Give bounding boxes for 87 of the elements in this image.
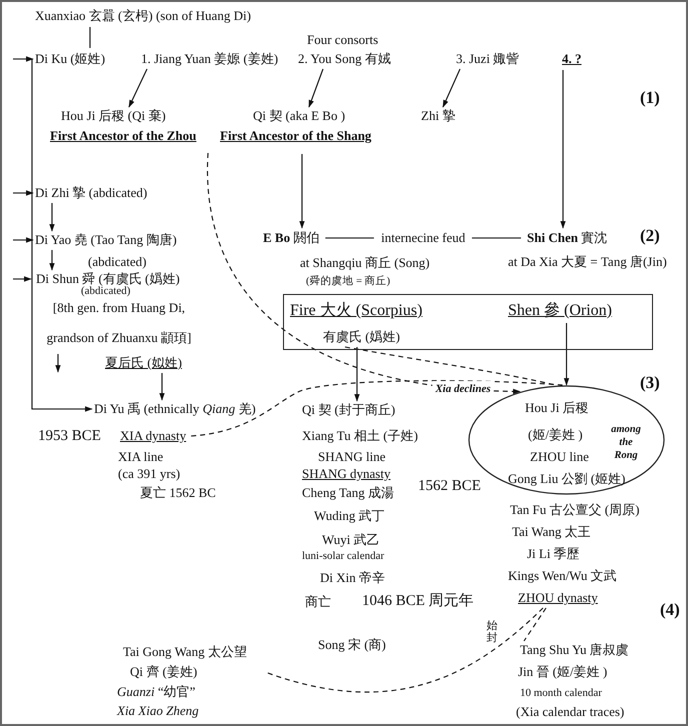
- label-text: 1046 BCE 周元年: [362, 593, 474, 609]
- node-text: 有虞氏 (嬀姓): [323, 329, 400, 345]
- node-text: ZHOU line: [530, 449, 589, 465]
- heading-text: SHANG dynasty: [302, 466, 390, 482]
- node-text: Xia Xiao Zheng: [117, 703, 199, 719]
- heading-text: First Ancestor of the Shang: [220, 128, 372, 144]
- arrow: [13, 56, 34, 62]
- node-text: 2. You Song 有娀: [298, 51, 391, 67]
- node-text: Guanzi “幼官”: [117, 684, 196, 700]
- section-number: (1): [640, 90, 660, 106]
- heading-text: 4. ?: [562, 51, 582, 67]
- label-text: (ca 391 yrs): [118, 466, 180, 482]
- label-text: Four consorts: [307, 32, 378, 48]
- arrow: [49, 203, 55, 232]
- label-text: SHANG line: [318, 449, 386, 465]
- node-text: (姬/姜姓 ): [528, 427, 583, 443]
- dashed-line: [344, 346, 557, 386]
- node-text: Tang Shu Yu 唐叔虞: [520, 642, 629, 658]
- label-text: Di Xin 帝辛: [320, 570, 385, 586]
- arrow: [560, 70, 566, 229]
- node-text: Di Yu 禹 (ethnically Qiang 羌): [94, 401, 256, 417]
- arrow: [299, 154, 305, 229]
- dashed-line: [264, 608, 544, 692]
- arrow: [31, 59, 93, 412]
- section-number: (3): [640, 375, 660, 391]
- node-text: 3. Juzi 娵訾: [456, 51, 520, 67]
- label-text: at Shangqiu 商丘 (Song): [300, 255, 430, 271]
- node-text: 1. Jiang Yuan 姜嫄 (姜姓): [141, 51, 278, 67]
- arrow: [159, 373, 165, 401]
- node-text: Qi 契 (aka E Bo ): [253, 108, 346, 124]
- label-text: Xiang Tu 相土 (子姓): [302, 428, 418, 444]
- arrow: [308, 68, 324, 108]
- label-text: Cheng Tang 成湯: [302, 485, 394, 501]
- note-text: among the Rong: [610, 423, 642, 462]
- label-text: Tai Wang 太王: [512, 524, 591, 540]
- node-text: E Bo 閼伯: [263, 230, 320, 246]
- node-text: ZHOU dynasty: [518, 590, 598, 606]
- node-text: Tai Gong Wang 太公望: [123, 644, 247, 660]
- arrow: [49, 250, 55, 271]
- node-text: Qi 契 (封于商丘): [302, 402, 396, 418]
- node-text: Hou Ji 后稷: [525, 400, 589, 416]
- label-text: Ji Li 季歷: [527, 546, 580, 562]
- node-text: Di Zhi 摯 (abdicated): [35, 185, 148, 201]
- arrow: [442, 68, 460, 108]
- arrow: [13, 237, 34, 243]
- node-text: Hou Ji 后稷 (Qi 棄): [61, 108, 166, 124]
- section-number: (2): [640, 228, 660, 244]
- arrow: [13, 190, 34, 196]
- arrow: [354, 347, 360, 402]
- node-text: Jin 晉 (姬/姜姓 ): [518, 664, 608, 680]
- heading-text: First Ancestor of the Zhou: [50, 128, 196, 144]
- label-text: (舜的虞地 = 商丘): [306, 274, 390, 289]
- label-text: 1953 BCE: [38, 428, 101, 444]
- edge-label: 始封: [484, 618, 500, 646]
- section-number: (4): [660, 602, 680, 618]
- label-text: (abdicated): [88, 254, 146, 270]
- dashed-line: [191, 380, 563, 437]
- label-text: Wuding 武丁: [314, 508, 385, 524]
- node-text: 10 month calendar: [520, 686, 602, 701]
- node-text: Di Shun 舜 (有虞氏 (嬀姓): [36, 271, 180, 286]
- label-text: Kings Wen/Wu 文武: [508, 568, 617, 584]
- node-text: Zhi 摯: [421, 108, 456, 124]
- label-text: 夏亡 1562 BC: [140, 485, 216, 501]
- node-text: (Xia calendar traces): [516, 704, 624, 720]
- label-text: Wuyi 武乙: [322, 532, 380, 548]
- label-text: luni-solar calendar: [302, 549, 384, 564]
- label-text: at Da Xia 大夏 = Tang 唐(Jin): [508, 254, 667, 270]
- dashed-line: [524, 608, 546, 642]
- node-text: [8th gen. from Huang Di, grandson of Zhuanxu 顓頊]: [46, 299, 192, 347]
- label-text: 商亡: [305, 594, 331, 610]
- node-text: Di Ku (姬姓): [35, 51, 106, 67]
- node-text: (abdicated): [81, 285, 130, 299]
- node-text: Gong Liu 公劉 (姬姓): [508, 471, 626, 487]
- arrow: [128, 68, 148, 108]
- arrow: [13, 276, 32, 282]
- outline-box: [283, 294, 653, 350]
- node-text: Xuanxiao 玄囂 (玄枵) (son of Huang Di): [35, 8, 251, 24]
- connector-line: [89, 27, 91, 48]
- label-text: Song 宋 (商): [318, 637, 386, 653]
- arrow: [564, 323, 570, 386]
- label-text: XIA line: [118, 449, 164, 465]
- node-text: XIA dynasty: [120, 428, 186, 444]
- node-text: 夏后氏 (姒姓): [105, 355, 182, 371]
- node-text: Di Yao 堯 (Tao Tang 陶唐): [35, 232, 177, 248]
- node-text: Shi Chen 實沈: [527, 230, 608, 246]
- label-text: 1562 BCE: [418, 478, 481, 494]
- node-text: Qi 齊 (姜姓): [130, 664, 198, 680]
